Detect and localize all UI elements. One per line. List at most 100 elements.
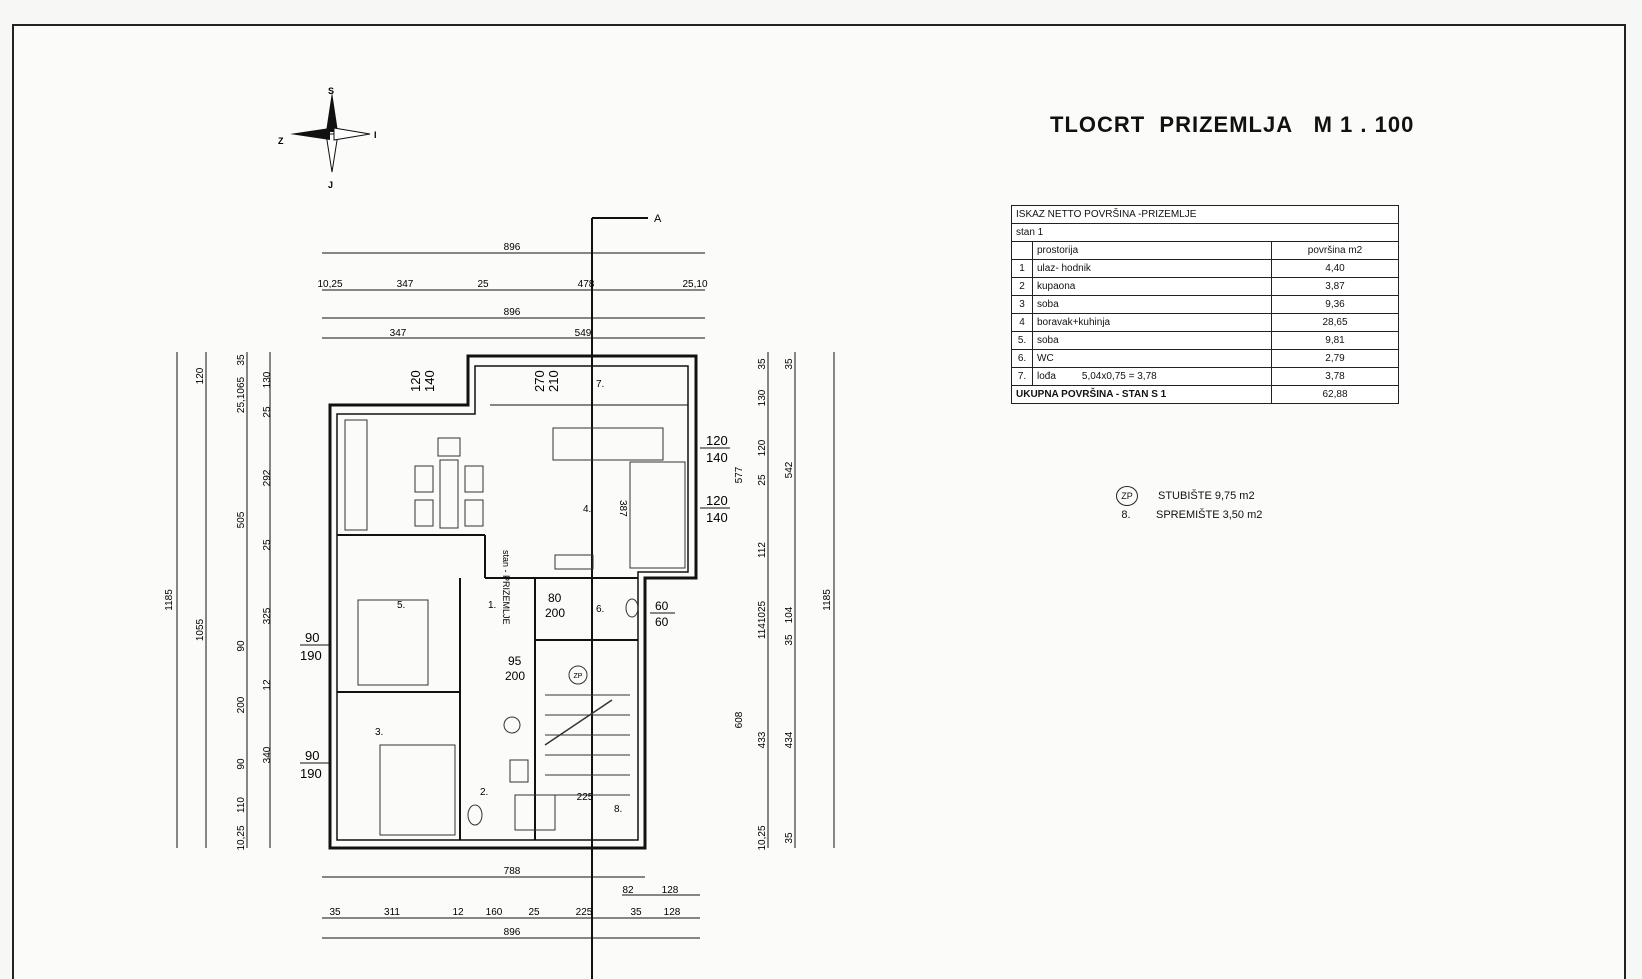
stair-arrow bbox=[544, 699, 613, 746]
dim-label: 25,1065 bbox=[236, 376, 247, 413]
loggia-calc: 5,04x0,75 = 3,78 bbox=[1081, 371, 1157, 382]
section-marker: A bbox=[654, 213, 662, 225]
compass-label-w: Z bbox=[278, 136, 284, 146]
dim-label: 12 bbox=[262, 679, 273, 691]
dims-left-text: 1185 1055 120 505 325 90 12 200 340 90 1… bbox=[164, 354, 273, 851]
dim-label: 90 bbox=[236, 758, 247, 770]
dim-label: 225 bbox=[576, 907, 593, 918]
dim-label: 128 bbox=[664, 907, 681, 918]
compass: S I J Z bbox=[278, 86, 377, 190]
dim-label: 1185 bbox=[822, 589, 833, 611]
openings: 120 140 270 210 120 140 120 140 90 190 9… bbox=[300, 370, 730, 781]
dim-label: 311 bbox=[384, 907, 400, 918]
dim-label: 788 bbox=[504, 866, 521, 877]
dim-label: 120 bbox=[195, 367, 206, 384]
chair bbox=[464, 499, 484, 527]
opening-w: 80 bbox=[548, 591, 562, 605]
opening-h: 200 bbox=[545, 606, 565, 620]
chair bbox=[437, 437, 461, 457]
dim-label: 130 bbox=[757, 389, 768, 406]
toilet bbox=[467, 804, 483, 826]
compass-arrow-s bbox=[325, 133, 339, 173]
compass-label-n: S bbox=[328, 86, 334, 96]
dims-bottom-text: 788 82 128 35 311 12 160 25 225 35 128 8… bbox=[329, 866, 680, 938]
dim-label: 347 bbox=[390, 328, 407, 339]
dim-label: 90 bbox=[236, 640, 247, 652]
opening-w: 120 bbox=[408, 370, 423, 392]
dim-label: 82 bbox=[622, 885, 634, 896]
stairs-zp-symbol bbox=[568, 665, 588, 685]
dim-label: 10,25 bbox=[757, 825, 768, 850]
room-labels: 1. 2. 3. 4. 5. 6. 7. 8. 387 stan - PRIZE… bbox=[375, 379, 628, 815]
dim-label: 110 bbox=[236, 797, 247, 813]
dim-label: 325 bbox=[262, 607, 273, 624]
total-value: 62,88 bbox=[1271, 385, 1399, 404]
room-label-7: 7. bbox=[596, 379, 604, 390]
opening-w: 120 bbox=[706, 433, 728, 448]
dim-label: 340 bbox=[262, 746, 273, 763]
opening-h: 190 bbox=[300, 766, 322, 781]
shower bbox=[514, 794, 556, 831]
dim-label: 25,10 bbox=[682, 279, 707, 290]
dim-label: 434 bbox=[784, 731, 795, 748]
legend-item-storage: 8.SPREMIŠTE 3,50 m2 bbox=[1121, 509, 1263, 521]
opening-h: 140 bbox=[706, 450, 728, 465]
total-label: UKUPNA POVRŠINA - STAN S 1 bbox=[1011, 385, 1272, 404]
opening-h: 60 bbox=[655, 615, 669, 629]
dim-label: 25 bbox=[477, 279, 489, 290]
dim-label: 25 bbox=[262, 406, 273, 418]
dim-label: 25 bbox=[262, 539, 273, 551]
dim-label: 542 bbox=[784, 461, 795, 478]
opening-w: 90 bbox=[305, 748, 319, 763]
dim-label: 896 bbox=[504, 307, 521, 318]
dim-label: 478 bbox=[578, 279, 595, 290]
dim-label: 12 bbox=[452, 907, 464, 918]
walls bbox=[328, 354, 698, 850]
dim-label: 1185 bbox=[164, 589, 175, 611]
room-label-4: 4. bbox=[583, 504, 591, 515]
room-label-5: 5. bbox=[397, 600, 405, 611]
room-label-2: 2. bbox=[480, 787, 488, 798]
stan-label: stan - PRIZEMLJE bbox=[501, 550, 511, 625]
dim-label: 128 bbox=[662, 885, 679, 896]
furniture bbox=[344, 419, 686, 836]
dim-label: 505 bbox=[236, 511, 247, 528]
dim-label: 35 bbox=[236, 354, 247, 366]
dim-label: 160 bbox=[486, 907, 503, 918]
table-total-row: UKUPNA POVRŠINA - STAN S 1 62,88 bbox=[1011, 385, 1399, 404]
opening-h: 140 bbox=[706, 510, 728, 525]
chair bbox=[414, 465, 434, 493]
dim-label: 104 bbox=[784, 606, 795, 623]
dim-label: 896 bbox=[504, 242, 521, 253]
outer-wall bbox=[328, 354, 698, 850]
dims-right-text: 35 130 577 120 25 112 1141025 608 433 10… bbox=[734, 358, 833, 851]
drawing-sheet bbox=[12, 24, 1626, 979]
compass-label-s: J bbox=[328, 180, 333, 190]
dims-top-text: 896 10,25 347 25 478 25,10 896 347 549 bbox=[317, 242, 707, 339]
opening-h: 210 bbox=[546, 370, 561, 392]
dim-label: 292 bbox=[262, 469, 273, 486]
dims-left-lines bbox=[176, 352, 271, 848]
opening-h: 140 bbox=[422, 370, 437, 392]
opening-h: 200 bbox=[505, 669, 525, 683]
dim-label: 25 bbox=[757, 474, 768, 486]
section-line: A bbox=[591, 213, 662, 979]
tv-unit bbox=[554, 554, 594, 570]
dim-label: 35 bbox=[784, 358, 795, 370]
dim-label: 200 bbox=[236, 696, 247, 713]
dim-label: 1141025 bbox=[757, 600, 768, 639]
chair bbox=[414, 499, 434, 527]
room-label-8: 8. bbox=[614, 804, 622, 815]
stair-dim: 225 bbox=[577, 792, 594, 803]
dim-label: 347 bbox=[397, 279, 414, 290]
opening-h: 190 bbox=[300, 648, 322, 663]
dim-label: 433 bbox=[757, 731, 768, 748]
stairs-zp-label: ZP bbox=[574, 673, 583, 680]
opening-w: 95 bbox=[508, 654, 522, 668]
kitchen-counter bbox=[344, 419, 368, 531]
washbasin bbox=[509, 759, 529, 783]
